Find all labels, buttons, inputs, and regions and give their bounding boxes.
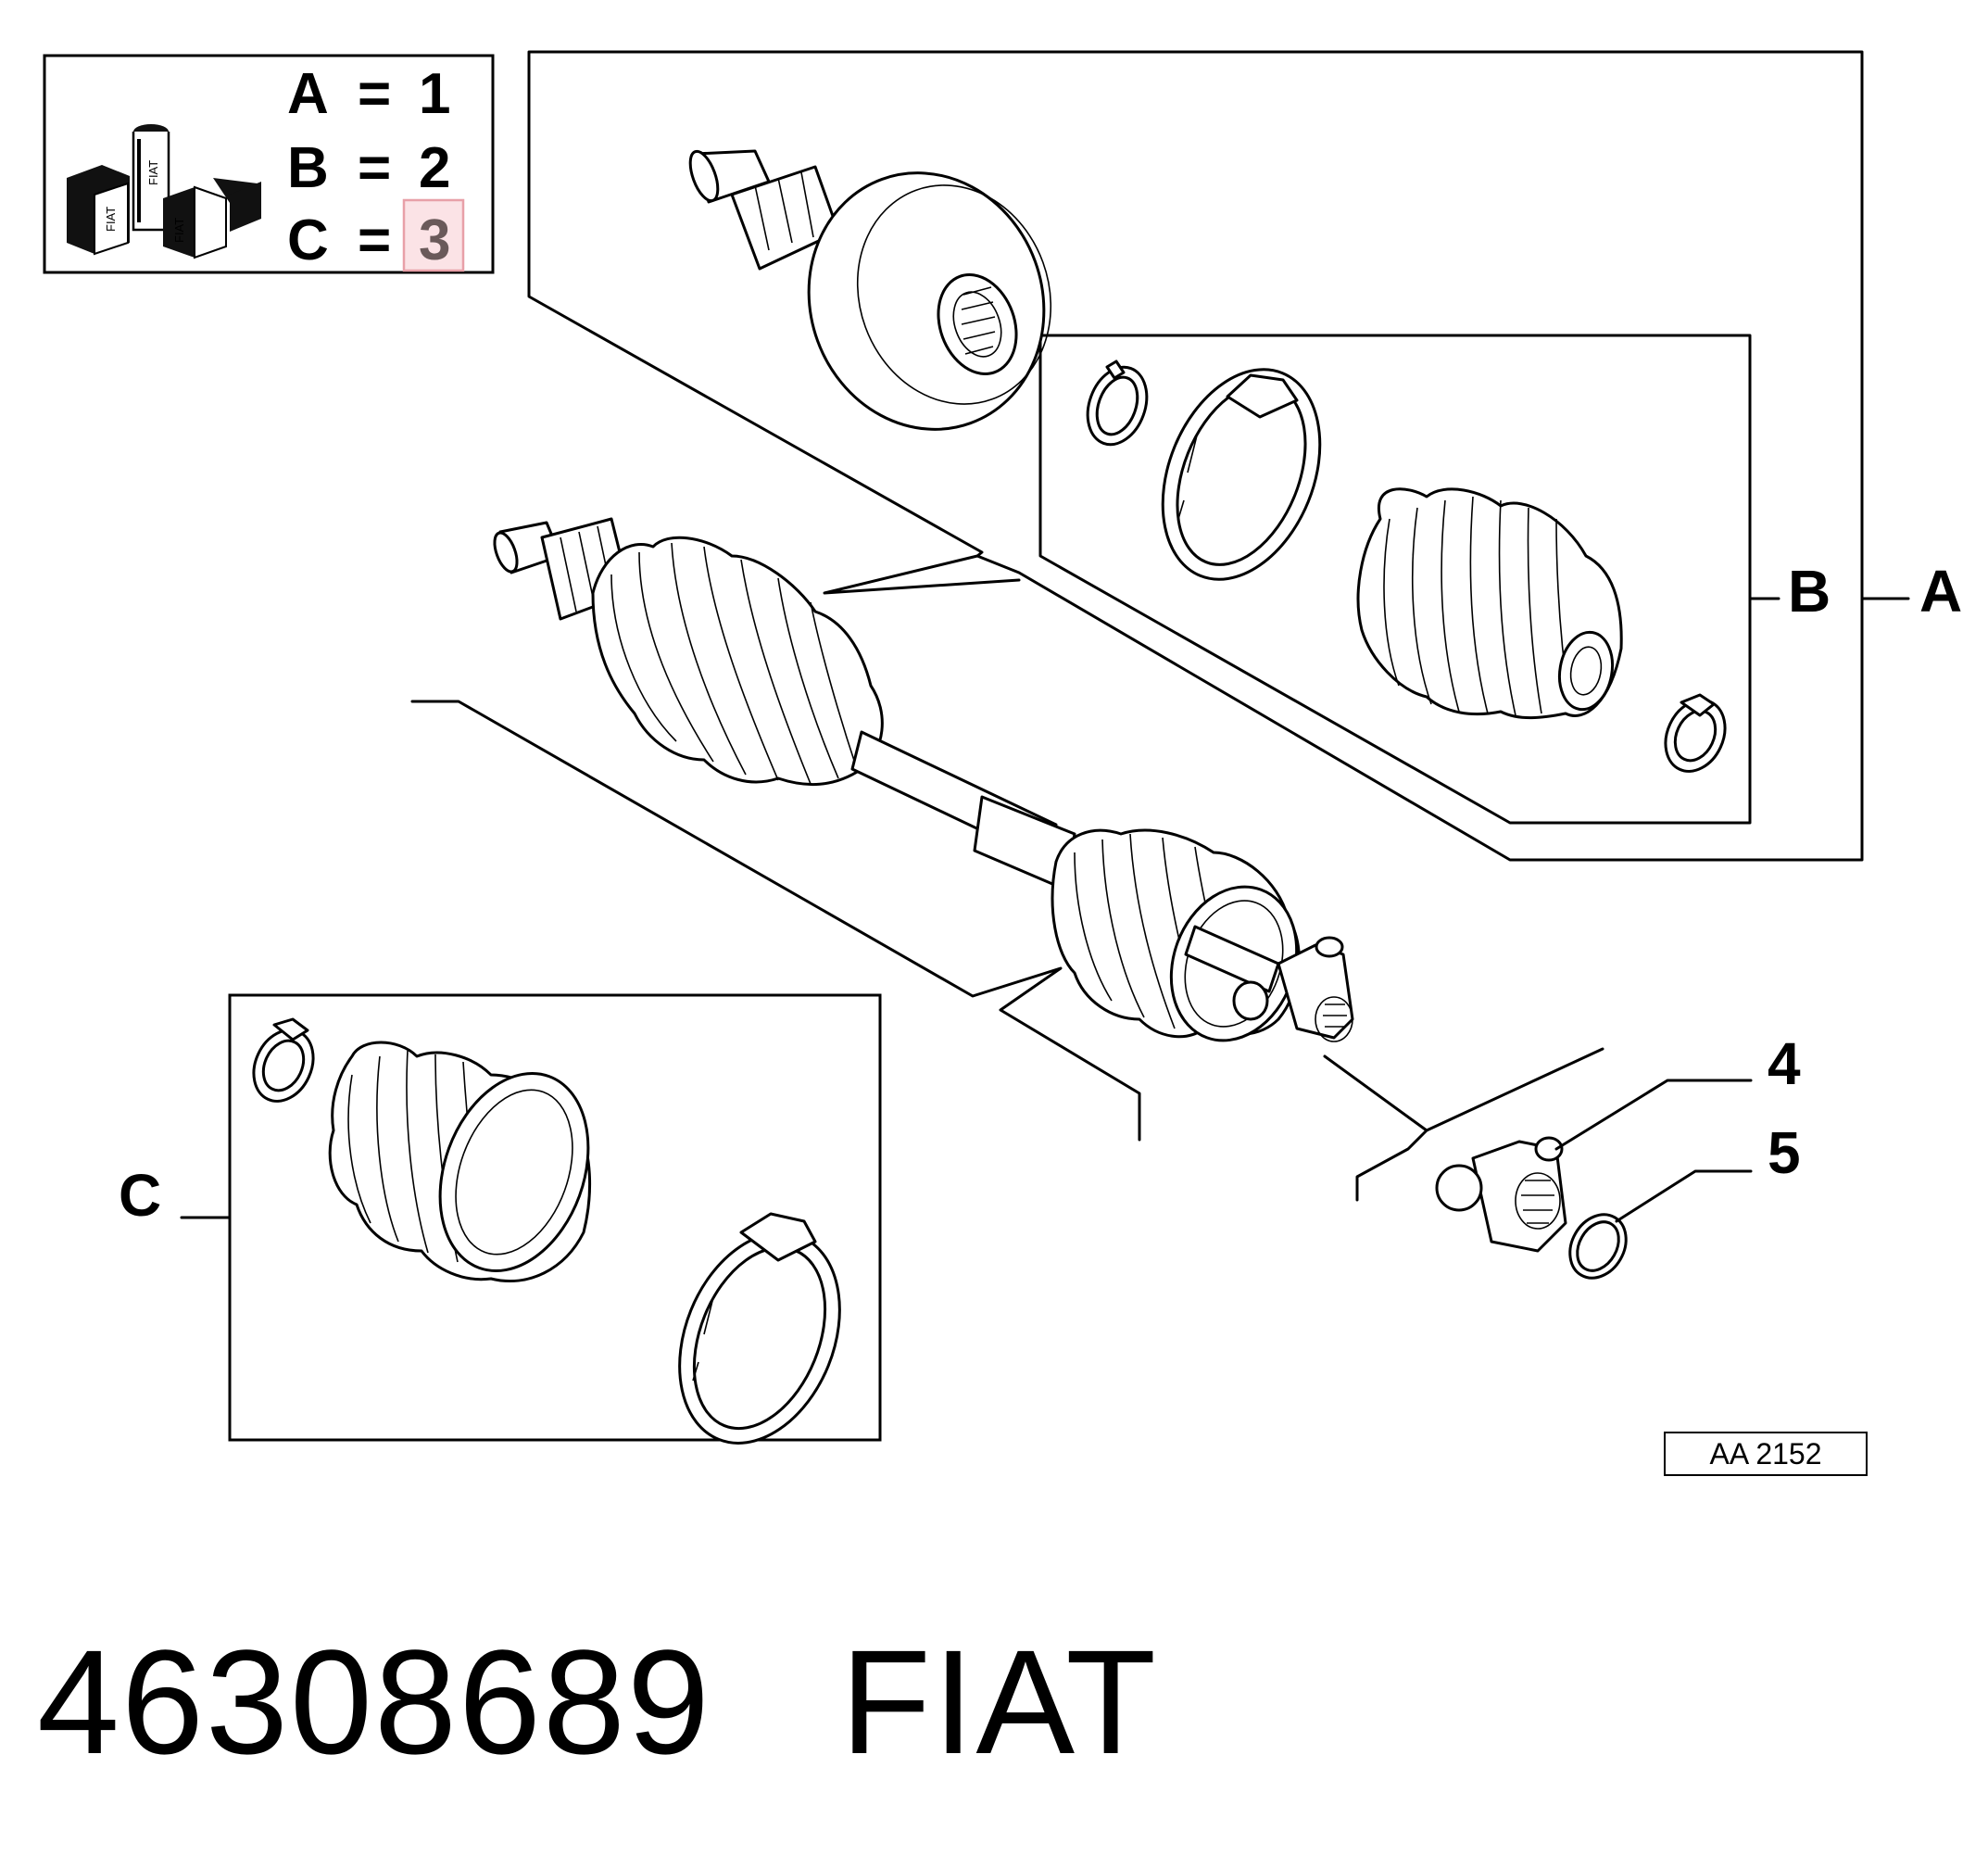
part-number: 46308689 (37, 1619, 711, 1785)
driveshaft-icon (493, 517, 1354, 1042)
callout-a: A (1919, 558, 1962, 625)
leader-ab (823, 554, 1021, 595)
legend-value-c: 3 (419, 208, 450, 272)
group-a-frame: A (527, 50, 1962, 862)
legend-eq-b: = (358, 136, 391, 200)
caption-gap (711, 1619, 840, 1785)
boot-icon (1356, 487, 1623, 720)
boot-icon-c (328, 1041, 592, 1283)
legend-eq-a: = (358, 62, 391, 126)
logo-text-1: FIAT (104, 207, 118, 232)
clamp-icon-c-large (678, 1212, 841, 1445)
cv-joint-icon (688, 149, 1052, 431)
legend-key-b: B (287, 136, 329, 200)
drawing-ref-text: AA 2152 (1710, 1437, 1822, 1470)
logo-text-2: FIAT (146, 160, 160, 185)
drawing-ref-box: AA 2152 (1664, 1432, 1868, 1476)
legend-key-c: C (287, 208, 329, 272)
legend-highlight (402, 198, 465, 272)
part-caption: 46308689 FIAT (37, 1617, 1158, 1787)
leader-item-group-2 (1355, 1129, 1428, 1202)
callout-item-4: 4 (1768, 1030, 1801, 1097)
clamp-icon (1161, 368, 1322, 581)
group-b-frame: B (1038, 334, 1831, 825)
callout-item-5: 5 (1768, 1119, 1801, 1186)
logo-text-3: FIAT (172, 218, 186, 243)
legend-box: FIAT FIAT FIAT A = 1 B = 2 C = 3 (43, 54, 495, 274)
legend-value-b: 2 (419, 136, 450, 200)
legend-value-a: 1 (419, 62, 450, 126)
leader-5 (1615, 1169, 1753, 1223)
callout-c: C (119, 1162, 161, 1229)
fiat-kit-icon: FIAT FIAT FIAT (67, 124, 261, 259)
leader-item-group (1323, 1047, 1604, 1132)
circlip-icon-5 (1568, 1213, 1628, 1280)
clamp-icon-c-small (252, 1017, 315, 1103)
group-c-frame: C (119, 993, 882, 1442)
legend-key-a: A (287, 62, 329, 126)
leader-4 (1554, 1079, 1753, 1151)
legend-eq-c: = (358, 208, 391, 272)
callout-b: B (1788, 558, 1831, 625)
tripod-joint-icon (1435, 1136, 1567, 1253)
clamp-icon-small (1664, 693, 1727, 773)
circlip-icon (1086, 360, 1149, 447)
part-brand: FIAT (840, 1619, 1158, 1785)
leader-c (410, 700, 1141, 1142)
